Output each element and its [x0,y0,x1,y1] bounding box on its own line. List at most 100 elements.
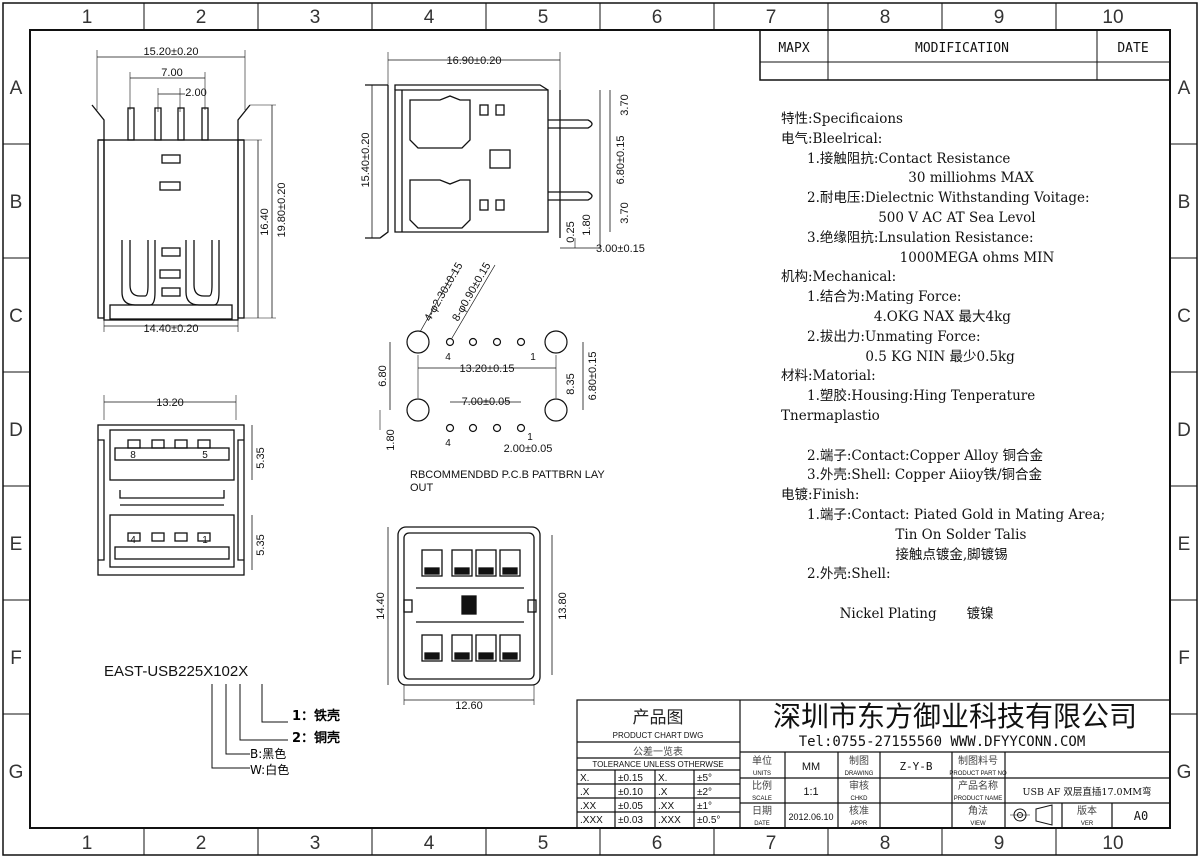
approve-cn: 核准 [849,804,869,817]
dim-bottom-height: 14.40 [375,592,387,620]
grid-col-top-6: 6 [652,7,663,28]
spec-line: 1.端子:Contact: Piated Gold in Mating Area… [807,506,1106,523]
part-no-cn: 制图料号 [958,754,998,767]
scale-en: SCALE [752,796,772,802]
tolerance-cell: ±1° [697,801,712,812]
dim-side-pin-len: 1.80 [581,214,593,235]
grid-col-top-3: 3 [310,7,321,28]
dim-side-height: 15.40±0.20 [360,133,372,188]
tolerance-cell: .X [658,787,668,798]
part-number: EAST-USB225X102X [104,663,248,680]
tolerance-cell: X. [658,773,667,784]
tolerance-cell: ±0.15 [618,773,643,784]
grid-row-left-F: F [10,648,22,669]
dim-front-width-top: 15.20±0.20 [144,46,199,58]
spec-line: 特性:Specificaions [781,111,903,127]
dim-pcb-offset: 8.35 [565,373,577,394]
spec-line: 2.耐电压:Dielectnic Withstanding Voitage: [807,190,1090,207]
spec-line: 1000MEGA ohms MIN [831,249,1055,266]
grid-col-bottom-6: 6 [652,833,663,854]
grid-row-right-G: G [1177,762,1192,783]
grid-row-right-F: F [1178,648,1190,669]
drawing-en: DRAWING [845,771,874,777]
grid-col-bottom-5: 5 [538,833,549,854]
dim-port-pitch-top: 5.35 [255,447,267,468]
date-en: DATE [754,821,770,827]
product-name-cn: 产品名称 [958,779,998,792]
grid-col-top-10: 10 [1102,7,1123,28]
product-name-value: USB AF 双层直插17.0MM弯 [1022,786,1151,798]
tolerance-cell: ±2° [697,787,712,798]
scale-cn: 比例 [752,779,772,792]
check-en: CHKD [850,796,868,802]
part-no-en: PRODUCT PART NO [949,771,1007,777]
grid-col-top-1: 1 [82,7,93,28]
check-cn: 审核 [849,779,869,792]
bottom-view [387,526,553,705]
grid-col-bottom-3: 3 [310,833,321,854]
grid-row-right-A: A [1178,78,1191,99]
grid-col-top-4: 4 [424,7,435,28]
dim-side-pin-width: 0.25 [565,221,577,242]
pcb-pin-4-top: 4 [445,352,451,363]
dim-pcb-pitch: 2.00±0.05 [504,443,553,455]
grid-row-right-B: B [1178,192,1191,213]
dim-pcb-edge: 1.80 [385,429,397,450]
version-cn: 版本 [1077,804,1097,817]
spec-line: 2.端子:Contact:Copper Alloy 铜合金 [807,447,1043,464]
dim-pcb-vertical: 6.80±0.15 [587,352,599,401]
port-label-8: 8 [130,450,136,461]
tolerance-cell: .X [580,787,590,798]
spec-line: Tnermaplastio [781,407,880,424]
grid-col-bottom-2: 2 [196,833,207,854]
spec-line: 0.5 KG NIN 最少0.5kg [831,348,1015,365]
date-value: 2012.06.10 [788,812,833,822]
grid-row-left-D: D [9,420,23,441]
dim-pcb-small-span: 7.00±0.05 [462,396,511,408]
front-view [91,50,276,332]
dim-bottom-width: 12.60 [455,700,483,712]
port-label-1: 1 [202,535,208,546]
spec-line: 4.OKG NAX 最大4kg [831,308,1011,325]
tolerance-cell: .XXX [580,815,603,826]
specifications-block: 特性:Specificaions 电气:Bleelrical: 1.接触阻抗:Con… [781,110,1181,625]
spec-line: 3.绝缘阻抗:Lnsulation Resistance: [807,229,1034,246]
spec-line: 机构:Mechanical: [781,269,897,286]
spec-line: 电气:Bleelrical: [781,130,883,147]
product-chart-en: PRODUCT CHART DWG [613,731,704,740]
dim-bottom-depth: 13.80 [557,592,569,620]
pcb-caption-line1: RBCOMMENDBD P.C.B PATTBRN LAY [410,469,605,481]
grid-col-bottom-1: 1 [82,833,93,854]
tolerance-cell: ±0.03 [618,815,643,826]
drawing-value: Z-Y-B [899,760,932,773]
spec-line: 1.接触阻抗:Contact Resistance [807,150,1011,167]
approve-en: APPR [851,821,868,827]
grid-col-top-7: 7 [766,7,777,28]
dim-side-length: 16.90±0.20 [447,55,502,67]
spec-line [781,427,1181,447]
grid-col-top-5: 5 [538,7,549,28]
option-black: B:黑色 [250,747,286,761]
view-en: VIEW [970,821,986,827]
title-block [576,699,1171,829]
revision-col-modification: MODIFICATION [915,41,1009,56]
spec-line [781,585,1181,605]
revision-col-date: DATE [1117,41,1148,56]
pcb-pattern [379,264,584,433]
company-contact: Tel:0755-27155560 WWW.DFYYCONN.COM [799,734,1086,750]
spec-line: 材料:Matorial: [781,368,876,385]
company-name: 深圳市东方御业科技有限公司 [773,700,1137,733]
dim-pcb-row-gap: 6.80 [377,365,389,386]
grid-col-bottom-8: 8 [880,833,891,854]
pcb-pin-4-bottom: 4 [445,438,451,449]
dim-port-pitch-bottom: 5.35 [255,534,267,555]
grid-row-right-D: D [1177,420,1191,441]
view-cn: 角法 [968,804,988,817]
spec-line: Nickel Plating 镀镍 [831,605,994,622]
unit-en: UNITS [753,771,771,777]
option-shell-iron: 1：铁壳 [292,708,340,724]
tolerance-cn: 公差一览表 [633,745,683,758]
version-value: A0 [1134,809,1148,823]
